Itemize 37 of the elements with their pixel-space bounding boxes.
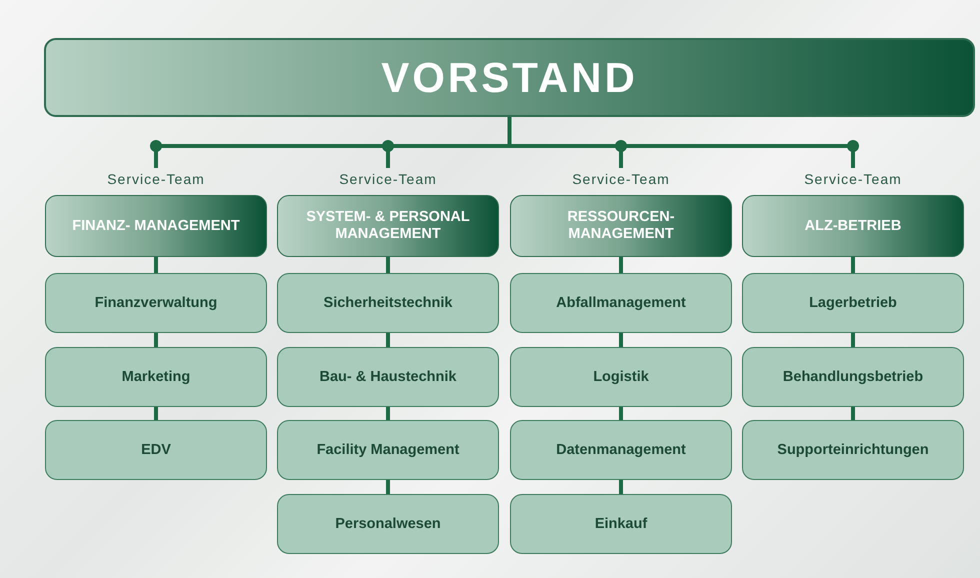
unit-box: Abfallmanagement [510, 273, 732, 333]
connector-line [619, 257, 623, 273]
connector-line [386, 257, 390, 273]
unit-box: Sicherheitstechnik [277, 273, 499, 333]
connector-line [154, 407, 158, 420]
connector-line [154, 257, 158, 273]
connector-line [851, 407, 855, 420]
unit-box: Finanzverwaltung [45, 273, 267, 333]
unit-box: Datenmanagement [510, 420, 732, 480]
department-header: SYSTEM- & PERSONAL MANAGEMENT [277, 195, 499, 257]
department-header: FINANZ- MANAGEMENT [45, 195, 267, 257]
connector-line [386, 480, 390, 494]
unit-box: Facility Management [277, 420, 499, 480]
connector-line [851, 257, 855, 273]
connector-line [619, 480, 623, 494]
board-box: VORSTAND [44, 38, 975, 117]
unit-box: Behandlungsbetrieb [742, 347, 964, 407]
connector-line [619, 407, 623, 420]
unit-box: Marketing [45, 347, 267, 407]
unit-box: Einkauf [510, 494, 732, 554]
unit-box: Logistik [510, 347, 732, 407]
connector-line [386, 407, 390, 420]
team-label: Service-Team [339, 170, 437, 189]
team-label: Service-Team [107, 170, 205, 189]
unit-box: Bau- & Haustechnik [277, 347, 499, 407]
unit-box: Lagerbetrieb [742, 273, 964, 333]
unit-box: Supporteinrichtungen [742, 420, 964, 480]
department-header: ALZ-BETRIEB [742, 195, 964, 257]
team-label: Service-Team [804, 170, 902, 189]
team-label: Service-Team [572, 170, 670, 189]
unit-box: Personalwesen [277, 494, 499, 554]
connector-line [386, 333, 390, 347]
department-header: RESSOURCEN- MANAGEMENT [510, 195, 732, 257]
connector-line [851, 333, 855, 347]
connector-line [619, 333, 623, 347]
unit-box: EDV [45, 420, 267, 480]
connector-line [154, 333, 158, 347]
